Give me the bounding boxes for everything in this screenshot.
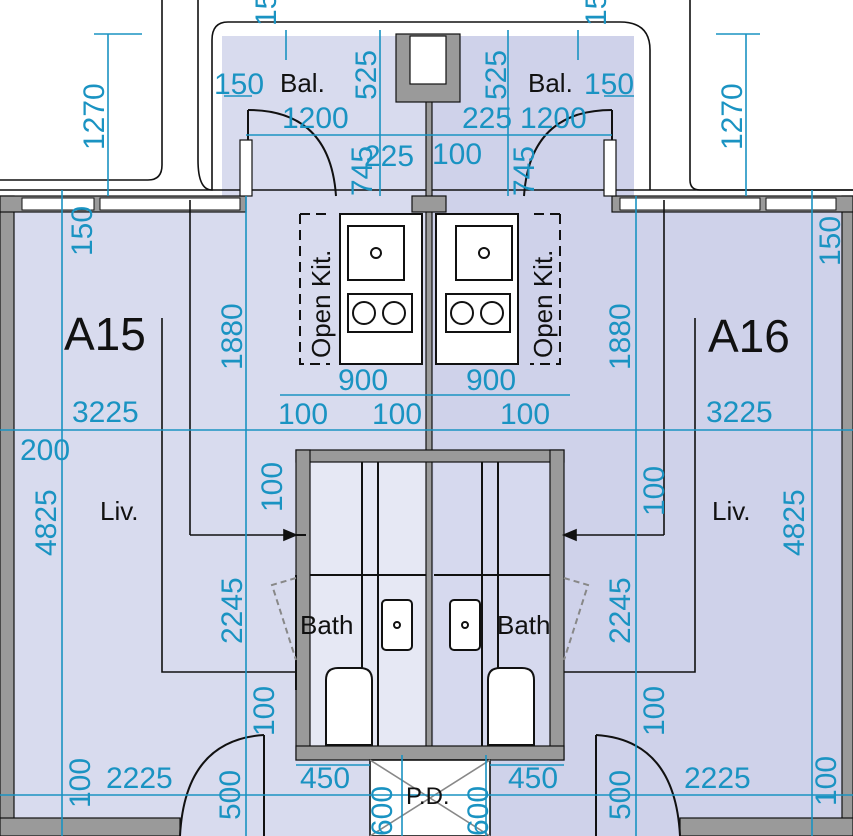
kitchen-a15: [299, 213, 423, 365]
dim-100-left-v2: 100: [248, 686, 281, 736]
right-exterior-wall: [841, 195, 853, 836]
dim-4825-left: 4825: [30, 489, 63, 556]
door-swing-a16: [523, 109, 613, 197]
dim-100-right-v2: 100: [638, 686, 671, 736]
living-label-a15: Liv.: [100, 496, 139, 526]
dim-500-left: 500: [214, 770, 247, 820]
dim-600-right: 600: [462, 786, 495, 836]
duct-void: [409, 35, 447, 85]
door-swing-a15: [247, 109, 337, 197]
bath-label-a15: Bath: [300, 610, 354, 640]
dim-1880-left: 1880: [216, 303, 249, 370]
dim-745-right: 745: [508, 146, 541, 196]
entry-door-a16: [595, 734, 681, 836]
pipe-duct: [369, 759, 491, 836]
dim-525-left: 525: [350, 50, 383, 100]
bottom-wall-right: [679, 817, 853, 836]
unit-id-a15: A15: [64, 308, 146, 360]
dimension-lines: [0, 30, 853, 836]
dim-225-right: 225: [462, 102, 512, 135]
balcony-a16-fill: [432, 36, 634, 208]
dim-100-left-bottom: 100: [64, 758, 97, 808]
living-label-a16: Liv.: [712, 496, 751, 526]
kitchen-label-a15: Open Kit.: [306, 250, 336, 358]
dim-1270-left: 1270: [78, 83, 111, 150]
dim-15-left: 15: [250, 0, 283, 26]
bath-wall-left: [295, 449, 311, 761]
dim-500-right: 500: [604, 770, 637, 820]
dim-150-left-v: 150: [66, 206, 99, 256]
dim-745-left: 745: [346, 146, 379, 196]
dim-15-right: 15: [580, 0, 613, 26]
dim-150-right-v: 150: [814, 216, 847, 266]
room-labels: A15 A16 Bal. Bal. Liv. Liv. Bath Bath Op…: [64, 68, 790, 810]
kitchen-label-a16: Open Kit.: [528, 250, 558, 358]
dim-100-h3: 100: [500, 398, 550, 431]
dim-100-left-v1: 100: [256, 462, 289, 512]
duct-label: P.D.: [406, 783, 450, 810]
dimension-labels: 15 15 525 525 1270 1270 745 745 150 150 …: [20, 0, 847, 836]
dim-200: 200: [20, 434, 70, 467]
bath-door-a15: [270, 577, 297, 661]
bath-a15-fixtures: [270, 462, 426, 746]
bath-label-a16: Bath: [497, 610, 551, 640]
dim-100-top: 100: [432, 138, 482, 171]
front-wall-mid: [411, 195, 447, 213]
kitchen-a16: [435, 213, 561, 365]
dim-450-right: 450: [508, 762, 558, 795]
dim-450-left: 450: [300, 762, 350, 795]
balcony-label-a15: Bal.: [280, 68, 325, 98]
toilet-icon: [325, 667, 373, 746]
entry-door-a15: [179, 734, 265, 836]
dim-2245-right: 2245: [604, 577, 637, 644]
window-frames: [21, 197, 837, 211]
entry-arrows: [189, 200, 665, 542]
dim-100-h1: 100: [278, 398, 328, 431]
dim-900-right: 900: [466, 364, 516, 397]
dim-3225-right: 3225: [706, 396, 773, 429]
dim-525-right: 525: [480, 50, 513, 100]
dim-100-h2: 100: [372, 398, 422, 431]
dim-4825-right: 4825: [778, 489, 811, 556]
dim-1270-right: 1270: [716, 83, 749, 150]
dim-2245-left: 2245: [216, 577, 249, 644]
dim-150-right-h: 150: [584, 68, 634, 101]
bath-wall-right: [549, 449, 565, 761]
dim-600-left: 600: [366, 786, 399, 836]
dim-1200-right: 1200: [520, 102, 587, 135]
dim-1880-right: 1880: [604, 303, 637, 370]
balcony-a15-fill: [222, 36, 426, 208]
dim-100-right-v1: 100: [638, 466, 671, 516]
toilet-icon: [487, 667, 535, 746]
left-exterior-wall: [0, 195, 15, 836]
dim-2225-left: 2225: [106, 762, 173, 795]
dim-100-right-bottom: 100: [810, 756, 843, 806]
balcony-doors: [239, 109, 617, 197]
dim-2225-right: 2225: [684, 762, 751, 795]
bath-a16-fixtures: [434, 462, 590, 746]
dim-900-left: 900: [338, 364, 388, 397]
entry-doors: [179, 734, 681, 836]
bath-wall-top: [295, 449, 565, 463]
dim-150-left-h: 150: [214, 68, 264, 101]
bath-wall-bottom: [295, 745, 565, 761]
dim-3225-left: 3225: [72, 396, 139, 429]
dim-1200-left: 1200: [282, 102, 349, 135]
dim-225-left: 225: [364, 140, 414, 173]
unit-id-a16: A16: [708, 310, 790, 362]
bottom-wall-left: [0, 817, 181, 836]
balcony-label-a16: Bal.: [528, 68, 573, 98]
bath-door-a16: [563, 577, 590, 661]
